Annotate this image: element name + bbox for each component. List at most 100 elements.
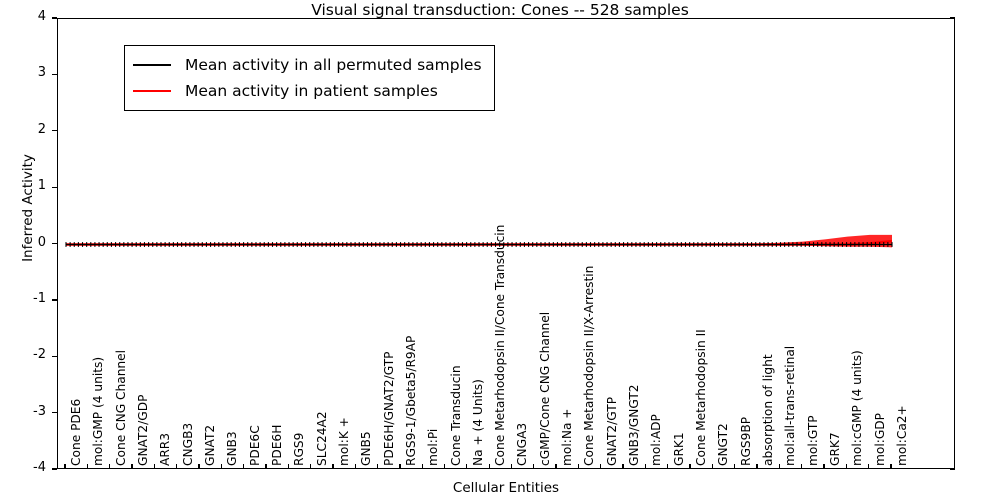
page-title: Visual signal transduction: Cones -- 528… [311, 1, 689, 19]
x-tick-mark [354, 464, 356, 469]
x-tick-mark [309, 464, 312, 469]
x-tick-label: PDE6C [247, 425, 262, 466]
y-tick-mark-right [950, 468, 955, 470]
legend-label-patient: Mean activity in patient samples [185, 82, 438, 100]
x-tick-mark [86, 464, 88, 469]
series-layer [58, 19, 954, 468]
x-tick-label: ARR3 [158, 432, 173, 466]
x-tick-mark [644, 464, 647, 469]
y-tick-mark [52, 299, 57, 301]
x-tick-mark [890, 464, 892, 469]
y-tick-label: -1 [33, 290, 46, 306]
x-tick-label: mol:Na + [560, 408, 575, 467]
x-tick-mark [734, 464, 736, 469]
x-tick-label: mol:GMP (4 units) [91, 356, 106, 466]
x-tick-mark [689, 464, 691, 469]
x-tick-mark [175, 464, 178, 469]
x-tick-label: GNAT2/GDP [135, 394, 150, 466]
y-tick-label: 2 [37, 121, 46, 137]
x-tick-label: GNGT2 [716, 423, 731, 466]
x-axis-label: Cellular Entities [452, 480, 560, 496]
legend-swatch-patient [133, 90, 171, 92]
x-tick-mark [510, 464, 513, 469]
legend-label-permuted: Mean activity in all permuted samples [185, 56, 482, 74]
x-tick-label: SLC24A2 [314, 411, 329, 466]
y-tick-mark [52, 130, 57, 132]
x-tick-mark [198, 464, 200, 469]
x-tick-label: GNB3/GNGT2 [627, 384, 642, 466]
x-tick-mark [577, 464, 580, 469]
y-tick-label: -2 [33, 347, 46, 363]
x-tick-label: mol:K + [336, 417, 351, 466]
y-tick-label: -4 [33, 460, 46, 475]
x-tick-mark [265, 464, 267, 469]
x-tick-mark [801, 464, 803, 469]
x-tick-label: absorption of light [761, 354, 776, 466]
legend-item-permuted: Mean activity in all permuted samples [133, 52, 482, 78]
x-tick-label: mol:all-trans-retinal [783, 345, 798, 466]
x-tick-mark [756, 464, 758, 469]
x-tick-mark [242, 464, 245, 469]
x-tick-mark [823, 464, 825, 469]
legend-swatch-permuted [133, 64, 171, 66]
x-tick-mark [421, 464, 423, 469]
x-tick-mark [778, 464, 781, 469]
x-tick-label: mol:Ca2+ [895, 405, 909, 466]
x-tick-mark [555, 464, 557, 469]
x-tick-mark [443, 464, 446, 469]
x-tick-mark [399, 464, 401, 469]
y-tick-label: -3 [33, 403, 46, 419]
x-tick-mark [622, 464, 624, 469]
plot-area: Mean activity in all permuted samples Me… [57, 18, 955, 469]
y-tick-mark [52, 468, 57, 470]
permuted-error-caps [65, 242, 893, 247]
x-tick-mark [153, 464, 155, 469]
x-tick-label: RGS9 [292, 432, 307, 466]
x-tick-mark [376, 464, 379, 469]
legend-item-patient: Mean activity in patient samples [133, 78, 482, 104]
x-tick-label: Na + (4 Units) [470, 379, 485, 466]
x-tick-label: GRK7 [828, 432, 843, 466]
x-tick-mark [287, 464, 289, 469]
y-tick-label: 0 [37, 234, 46, 250]
legend: Mean activity in all permuted samples Me… [124, 45, 495, 111]
y-tick-mark [52, 73, 57, 76]
y-tick-label: 4 [37, 9, 46, 24]
x-tick-label: CNGB3 [180, 422, 195, 466]
x-tick-mark [711, 464, 714, 469]
x-tick-mark [488, 464, 490, 469]
x-tick-label: GNAT2 [202, 424, 217, 466]
x-tick-label: GNAT2/GTP [604, 396, 619, 466]
y-tick-label: 3 [37, 65, 46, 81]
x-tick-mark [220, 464, 222, 469]
x-tick-label: mol:GTP [805, 415, 820, 466]
x-tick-mark [466, 464, 468, 469]
y-tick-mark [52, 412, 57, 414]
x-tick-label: Cone Metarhodopsin II/Cone Transducin [493, 224, 508, 466]
x-tick-mark [332, 464, 334, 469]
x-tick-mark [600, 464, 602, 469]
x-tick-label: PDE6H/GNAT2/GTP [381, 351, 396, 466]
x-tick-label: Cone Transducin [448, 365, 463, 466]
x-tick-label: cGMP/Cone CNG Channel [537, 311, 552, 466]
y-axis-label: Inferred Activity [20, 154, 36, 262]
x-tick-label: Cone Metarhodopsin II/X-Arrestin [582, 265, 597, 466]
x-tick-label: mol:GDP [872, 413, 887, 466]
x-tick-label: PDE6H [269, 424, 284, 466]
x-tick-label: RGS9BP [738, 416, 753, 466]
y-tick-mark [52, 355, 57, 357]
x-tick-label: GNB3 [225, 431, 240, 466]
x-tick-label: CNGA3 [515, 422, 530, 466]
x-tick-label: Cone Metarhodopsin II [694, 329, 709, 466]
x-tick-mark [667, 464, 669, 469]
x-tick-label: Cone CNG Channel [113, 349, 128, 466]
x-tick-mark [868, 464, 870, 469]
y-tick-label: 1 [37, 178, 46, 194]
x-tick-label: Cone PDE6 [69, 398, 83, 466]
x-tick-label: RGS9-1/Gbeta5/R9AP [403, 335, 418, 466]
x-tick-label: mol:ADP [649, 414, 664, 466]
x-tick-mark [131, 464, 133, 469]
x-tick-mark [845, 464, 847, 469]
x-tick-mark [533, 464, 535, 469]
